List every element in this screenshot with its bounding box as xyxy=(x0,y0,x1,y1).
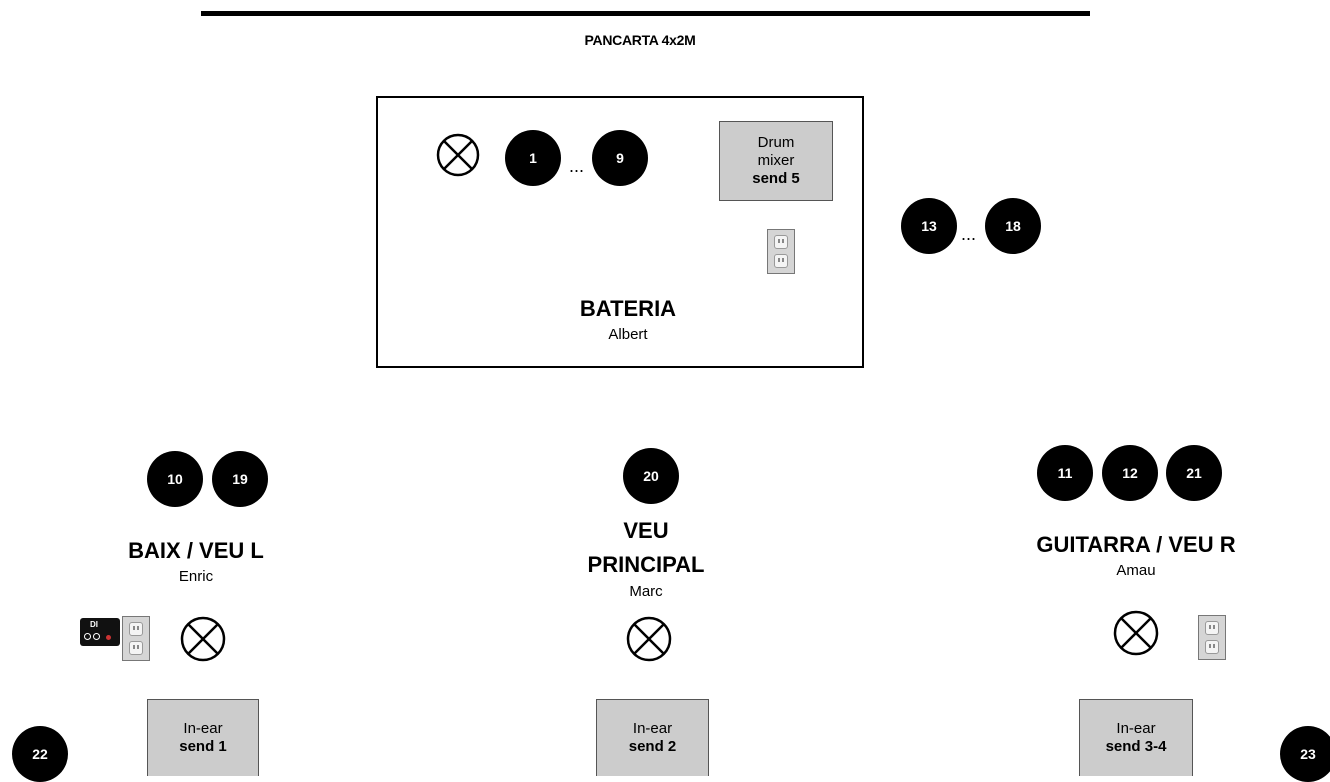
lead-title-line2: PRINCIPAL xyxy=(587,552,705,577)
drums-player-name: Albert xyxy=(608,326,648,343)
channel-badge: 19 xyxy=(212,451,268,507)
channel-badge: 22 xyxy=(12,726,68,782)
channel-badge: 21 xyxy=(1166,445,1222,501)
monitor-wedge-icon-lead xyxy=(626,616,672,662)
inear-send: send 2 xyxy=(628,738,677,755)
drum-riser xyxy=(376,96,864,368)
drum-mixer-send: send 5 xyxy=(752,170,800,187)
banner-line xyxy=(201,11,1090,16)
ellipsis: ... xyxy=(961,224,977,244)
power-outlet-icon xyxy=(122,616,150,661)
di-box-label: DI xyxy=(90,620,98,629)
channel-badge: 23 xyxy=(1280,726,1330,782)
bass-player-name: Enric xyxy=(178,568,214,585)
di-box-icon: DI xyxy=(80,618,120,646)
guitar-title: GUITARRA / VEU R xyxy=(1036,532,1236,557)
channel-badge: 12 xyxy=(1102,445,1158,501)
banner-label: PANCARTA 4x2M xyxy=(584,32,696,48)
channel-badge: 18 xyxy=(985,198,1041,254)
drum-mixer-box: Drum mixer send 5 xyxy=(719,121,833,201)
monitor-wedge-icon-drums xyxy=(436,133,480,177)
power-outlet-icon xyxy=(1198,615,1226,660)
channel-badge: 20 xyxy=(623,448,679,504)
channel-badge: 11 xyxy=(1037,445,1093,501)
inear-box-guitar: In-ear send 3-4 xyxy=(1079,699,1193,776)
drum-mixer-line2: mixer xyxy=(757,152,795,169)
inear-send: send 1 xyxy=(179,738,227,755)
inear-box-lead: In-ear send 2 xyxy=(596,699,709,776)
drums-title: BATERIA xyxy=(579,296,677,321)
inear-label: In-ear xyxy=(1116,720,1156,737)
monitor-wedge-icon-bass xyxy=(180,616,226,662)
inear-label: In-ear xyxy=(183,720,223,737)
channel-badge: 10 xyxy=(147,451,203,507)
bass-title: BAIX / VEU L xyxy=(128,538,264,563)
drum-mixer-line1: Drum xyxy=(757,134,795,151)
inear-send: send 3-4 xyxy=(1105,738,1167,755)
channel-badge: 13 xyxy=(901,198,957,254)
guitar-player-name: Amau xyxy=(1116,562,1156,579)
inear-box-bass: In-ear send 1 xyxy=(147,699,259,776)
monitor-wedge-icon-guitar xyxy=(1113,610,1159,656)
ellipsis: ... xyxy=(569,156,585,176)
lead-player-name: Marc xyxy=(629,583,663,600)
inear-label: In-ear xyxy=(632,720,673,737)
lead-title-line1: VEU xyxy=(623,518,669,543)
channel-badge: 1 xyxy=(505,130,561,186)
power-outlet-icon xyxy=(767,229,795,274)
channel-badge: 9 xyxy=(592,130,648,186)
